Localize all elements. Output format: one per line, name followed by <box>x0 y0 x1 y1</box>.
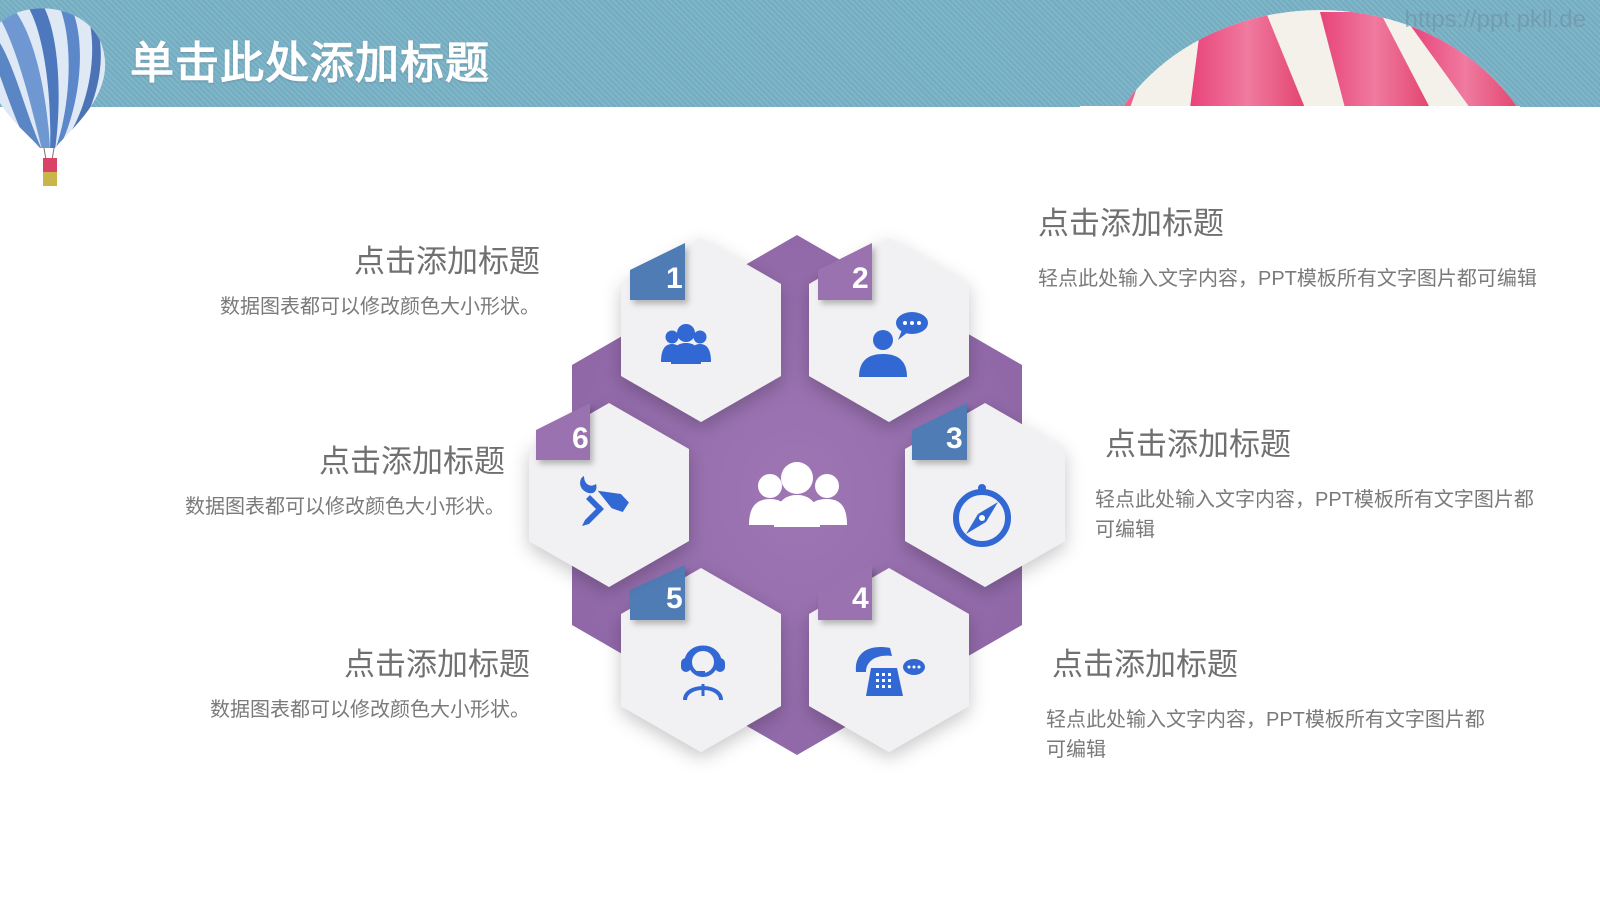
item-title-2[interactable]: 点击添加标题 <box>1038 206 1224 241</box>
number-tab-6 <box>536 403 590 460</box>
hex-tile-3[interactable] <box>905 403 1065 587</box>
text-block-4[interactable]: 点击添加标题 轻点此处输入文字内容，PPT模板所有文字图片都可编辑 <box>1046 645 1486 765</box>
item-desc-4[interactable]: 轻点此处输入文字内容，PPT模板所有文字图片都可编辑 <box>1046 709 1485 761</box>
number-tab-2 <box>818 243 872 300</box>
number-label-4: 4 <box>852 582 869 615</box>
number-label-5: 5 <box>666 582 683 615</box>
item-desc-1[interactable]: 数据图表都可以修改颜色大小形状。 <box>220 296 540 318</box>
hex-tile-2[interactable] <box>809 238 969 422</box>
item-title-1[interactable]: 点击添加标题 <box>354 244 540 279</box>
item-title-6[interactable]: 点击添加标题 <box>319 444 505 479</box>
number-tab-5 <box>630 565 685 620</box>
telephone-icon <box>855 647 925 696</box>
number-label-3: 3 <box>946 422 963 455</box>
text-block-2[interactable]: 点击添加标题 轻点此处输入文字内容，PPT模板所有文字图片都可编辑 <box>1038 204 1538 294</box>
item-desc-5[interactable]: 数据图表都可以修改颜色大小形状。 <box>210 699 530 721</box>
hex-tile-5[interactable] <box>621 565 781 752</box>
watermark-text: https://ppt.pkll.de <box>1404 6 1586 33</box>
tools-icon <box>580 476 629 526</box>
compass-icon <box>953 484 1011 547</box>
number-label-1: 1 <box>666 262 683 295</box>
number-label-6: 6 <box>572 422 589 455</box>
number-tab-4 <box>818 565 872 620</box>
user-chat-icon <box>859 312 928 377</box>
item-title-3[interactable]: 点击添加标题 <box>1105 427 1291 462</box>
item-title-4[interactable]: 点击添加标题 <box>1052 647 1238 682</box>
center-team-icon <box>749 462 847 527</box>
slide-title[interactable]: 单击此处添加标题 <box>130 39 490 88</box>
text-block-6[interactable]: 点击添加标题 数据图表都可以修改颜色大小形状。 <box>125 442 505 522</box>
item-desc-6[interactable]: 数据图表都可以修改颜色大小形状。 <box>185 496 505 518</box>
number-tab-1 <box>630 243 685 300</box>
hex-tile-1[interactable] <box>621 238 781 422</box>
pink-balloon-decoration <box>1080 10 1520 108</box>
item-desc-2[interactable]: 轻点此处输入文字内容，PPT模板所有文字图片都可编辑 <box>1038 268 1537 290</box>
text-block-3[interactable]: 点击添加标题 轻点此处输入文字内容，PPT模板所有文字图片都可编辑 <box>1095 425 1535 545</box>
hex-tile-4[interactable] <box>809 565 969 752</box>
hex-tile-6[interactable] <box>529 403 689 587</box>
group-icon <box>661 324 711 364</box>
item-title-5[interactable]: 点击添加标题 <box>344 647 530 682</box>
number-tab-3 <box>912 403 967 460</box>
blue-balloon-decoration <box>0 8 106 186</box>
text-block-5[interactable]: 点击添加标题 数据图表都可以修改颜色大小形状。 <box>150 645 530 725</box>
number-label-2: 2 <box>852 262 869 295</box>
text-block-1[interactable]: 点击添加标题 数据图表都可以修改颜色大小形状。 <box>160 242 540 322</box>
item-desc-3[interactable]: 轻点此处输入文字内容，PPT模板所有文字图片都可编辑 <box>1095 489 1534 541</box>
headset-support-icon <box>681 645 725 701</box>
